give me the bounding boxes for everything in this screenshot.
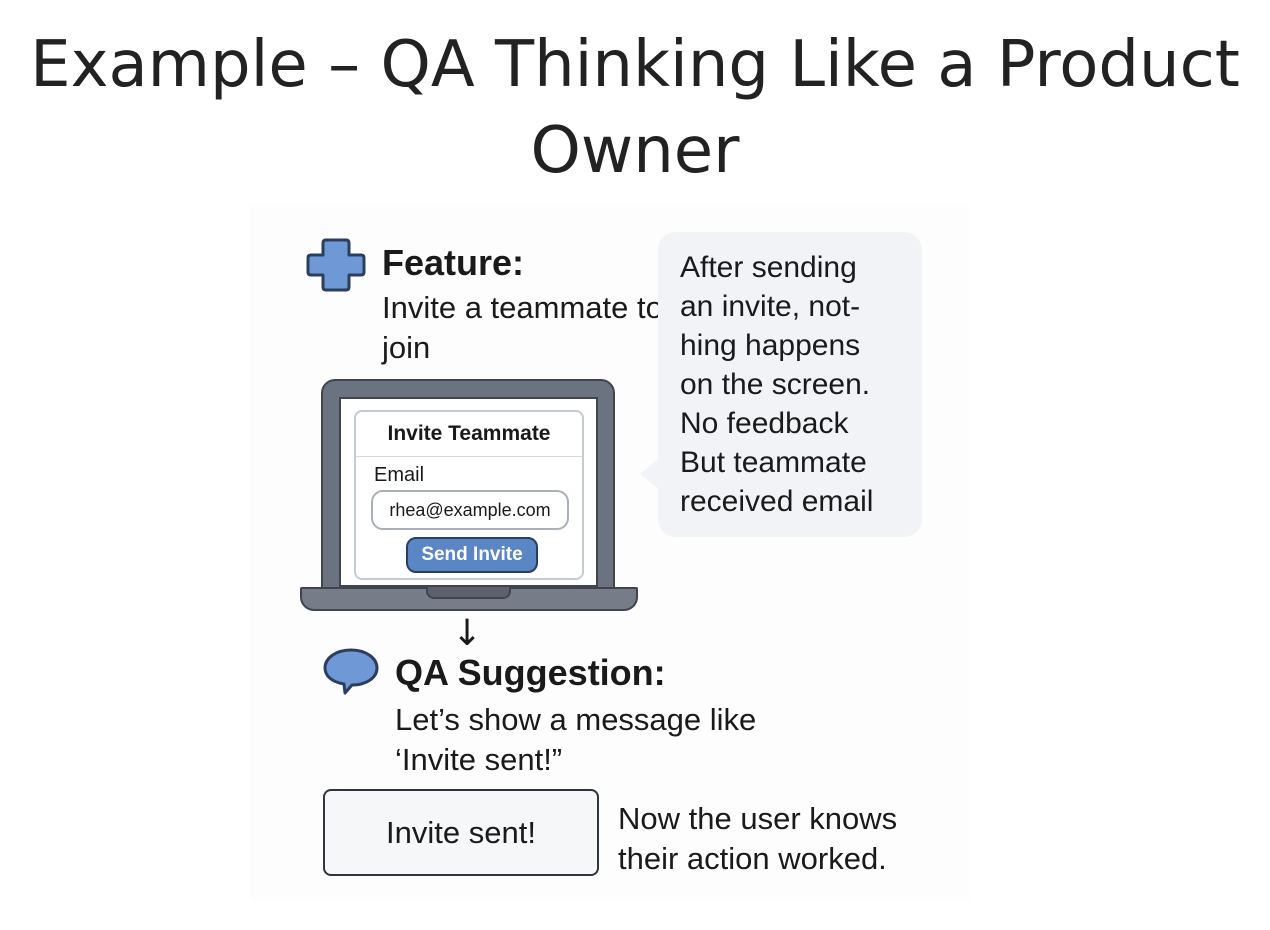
feedback-callout: After sending an invite, not- hing happe… — [658, 232, 922, 537]
callout-line: received email — [680, 485, 874, 518]
dialog-divider — [356, 456, 582, 457]
callout-line: No feedback — [680, 407, 849, 440]
email-label: Email — [374, 464, 425, 486]
send-invite-button[interactable]: Send Invite — [406, 537, 538, 573]
plus-icon — [306, 238, 366, 292]
callout-tail — [640, 458, 660, 490]
callout-line: But teammate — [680, 446, 867, 479]
outcome-text: Now the user knows their action worked. — [618, 801, 898, 876]
laptop-notch — [426, 587, 511, 599]
feature-description: Invite a teammate to join — [382, 290, 663, 365]
callout-line: an invite, not- — [680, 290, 861, 323]
invite-sent-toast: Invite sent! — [323, 789, 599, 876]
dialog-title: Invite Teammate — [387, 422, 551, 445]
chat-bubble-icon — [323, 648, 379, 695]
qa-suggestion-text: Let’s show a message like ‘Invite sent!” — [395, 702, 757, 777]
invite-teammate-dialog: Invite Teammate Email Send Invite — [354, 410, 584, 580]
email-input[interactable] — [371, 490, 569, 530]
slide-title: Example – QA Thinking Like a Product Own… — [30, 28, 1240, 188]
qa-suggestion-heading: QA Suggestion: — [395, 652, 666, 693]
down-arrow-icon: ↓ — [452, 613, 483, 654]
callout-line: on the screen. — [680, 368, 871, 401]
callout-line: hing happens — [680, 329, 861, 362]
callout-line: After sending — [680, 251, 857, 284]
feature-heading: Feature: — [382, 242, 525, 283]
